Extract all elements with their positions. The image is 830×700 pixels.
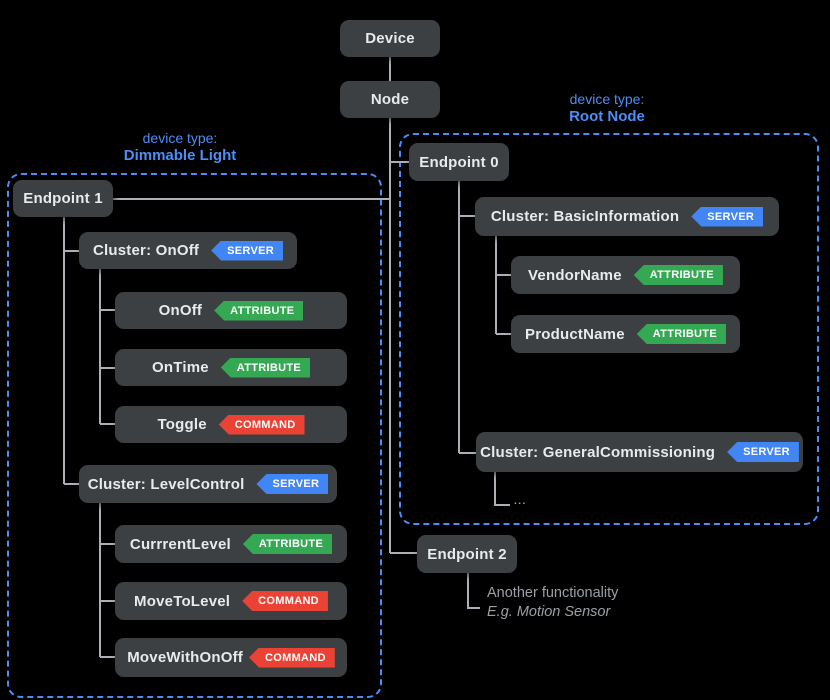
toggle-command-box: Toggle COMMAND xyxy=(115,406,347,443)
endpoint-2-box: Endpoint 2 xyxy=(417,535,517,573)
dimmable-title-line1: device type: xyxy=(142,130,218,146)
attribute-badge: ATTRIBUTE xyxy=(214,300,304,321)
device-label: Device xyxy=(365,30,415,47)
commissioning-ellipsis: ... xyxy=(514,496,527,507)
root-node-panel xyxy=(399,133,819,525)
dimmable-light-panel xyxy=(7,173,382,698)
root-node-title-line2: Root Node xyxy=(569,108,645,125)
dimmable-light-panel-title: device type: Dimmable Light xyxy=(0,129,360,165)
ontime-attribute-box: OnTime ATTRIBUTE xyxy=(115,349,347,386)
endpoint-0-box: Endpoint 0 xyxy=(409,143,509,181)
onoff-attribute-label: OnOff xyxy=(158,302,203,319)
toggle-command-label: Toggle xyxy=(157,416,207,433)
product-name-box: ProductName ATTRIBUTE xyxy=(511,315,740,353)
cluster-onoff-label: Cluster: OnOff xyxy=(93,242,200,259)
move-to-level-command-box: MoveToLevel COMMAND xyxy=(115,582,347,620)
move-with-onoff-command-box: MoveWithOnOff COMMAND xyxy=(115,638,347,677)
onoff-attribute-box: OnOff ATTRIBUTE xyxy=(115,292,347,329)
command-badge: COMMAND xyxy=(249,647,335,668)
server-badge: SERVER xyxy=(727,442,799,462)
node-label: Node xyxy=(370,91,410,108)
cluster-level-control-box: Cluster: LevelControl SERVER xyxy=(79,465,337,503)
server-badge: SERVER xyxy=(691,206,764,227)
endpoint-2-note-line1: Another functionality xyxy=(487,585,619,601)
server-badge: SERVER xyxy=(256,474,329,494)
endpoint-2-note-line2: E.g. Motion Sensor xyxy=(487,604,611,620)
cluster-general-commissioning-box: Cluster: GeneralCommissioning SERVER xyxy=(476,432,803,472)
root-node-panel-title: device type: Root Node xyxy=(399,90,815,126)
root-node-title-line1: device type: xyxy=(569,91,645,107)
current-level-attribute-label: CurrrentLevel xyxy=(129,535,231,553)
cluster-general-commissioning-label: Cluster: GeneralCommissioning xyxy=(480,443,716,461)
endpoint-0-label: Endpoint 0 xyxy=(419,153,499,171)
vendor-name-box: VendorName ATTRIBUTE xyxy=(511,256,740,294)
dimmable-title-line2: Dimmable Light xyxy=(123,147,237,164)
endpoint-2-note: Another functionality E.g. Motion Sensor xyxy=(487,584,618,622)
server-badge: SERVER xyxy=(211,240,283,261)
current-level-attribute-box: CurrrentLevel ATTRIBUTE xyxy=(115,525,347,563)
attribute-badge: ATTRIBUTE xyxy=(636,324,726,344)
endpoint-1-box: Endpoint 1 xyxy=(13,180,113,217)
attribute-badge: ATTRIBUTE xyxy=(242,534,333,554)
ontime-attribute-label: OnTime xyxy=(152,359,209,376)
command-badge: COMMAND xyxy=(218,414,305,435)
product-name-label: ProductName xyxy=(525,325,625,343)
endpoint-1-label: Endpoint 1 xyxy=(23,190,103,207)
cluster-basic-information-label: Cluster: BasicInformation xyxy=(490,208,680,225)
command-badge: COMMAND xyxy=(242,591,328,611)
move-with-onoff-command-label: MoveWithOnOff xyxy=(127,649,243,666)
cluster-level-control-label: Cluster: LevelControl xyxy=(87,475,245,493)
cluster-onoff-box: Cluster: OnOff SERVER xyxy=(79,232,297,269)
attribute-badge: ATTRIBUTE xyxy=(633,265,723,285)
endpoint-2-label: Endpoint 2 xyxy=(427,545,507,563)
node-box: Node xyxy=(340,81,440,118)
move-to-level-command-label: MoveToLevel xyxy=(134,592,231,610)
vendor-name-label: VendorName xyxy=(528,266,622,284)
device-node-box: Device xyxy=(340,20,440,57)
attribute-badge: ATTRIBUTE xyxy=(220,357,310,378)
cluster-basic-information-box: Cluster: BasicInformation SERVER xyxy=(475,197,779,236)
